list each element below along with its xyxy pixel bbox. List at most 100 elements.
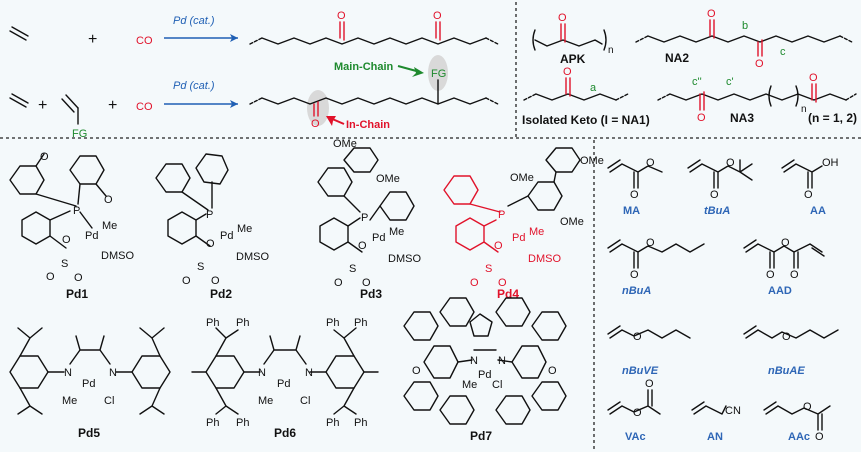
pd3-label: Pd3 xyxy=(360,287,382,301)
na2-c: c xyxy=(780,46,786,58)
reaction-row-1: + CO Pd (cat.) O O xyxy=(9,10,499,48)
pd7-pd: Pd xyxy=(478,369,491,381)
na3-n: n xyxy=(801,104,807,115)
monomer-label: MA xyxy=(623,205,640,217)
pd7-o: O xyxy=(412,365,421,377)
monomer-label: AN xyxy=(707,431,723,443)
pd2-complex: P Pd Me DMSO O S O O Pd2 xyxy=(155,153,269,301)
pd4-pd: Pd xyxy=(512,232,525,244)
pd3-p: P xyxy=(361,212,368,224)
iso-o: O xyxy=(563,66,572,78)
pd1-s: S xyxy=(61,258,68,270)
pd6-cl: Cl xyxy=(300,395,310,407)
nbua-o: O xyxy=(646,237,655,249)
pd6-ph: Ph xyxy=(206,417,219,429)
pd5-complex: N N Pd Me Cl Pd5 xyxy=(9,327,171,440)
pd6-label: Pd6 xyxy=(274,426,296,440)
pd4-dmso: DMSO xyxy=(528,253,561,265)
pd7-label: Pd7 xyxy=(470,429,492,443)
pd7-n: N xyxy=(498,355,506,367)
pd4-s: S xyxy=(485,263,492,275)
apk-label: APK xyxy=(560,52,586,66)
monomer-label: VAc xyxy=(625,431,646,443)
catalyst-label: Pd (cat.) xyxy=(173,15,215,27)
pd1-dmso: DMSO xyxy=(101,250,134,262)
pd1-ome: O xyxy=(104,194,113,206)
na2-o1: O xyxy=(707,8,716,20)
na3-n-values: (n = 1, 2) xyxy=(808,111,857,125)
plus-sign: + xyxy=(108,97,117,114)
aad-o: O xyxy=(790,269,799,281)
vac-o: O xyxy=(645,378,654,390)
na2-label: NA2 xyxy=(665,51,689,65)
pd7-cl: Cl xyxy=(492,379,502,391)
aa-o: O xyxy=(804,189,813,201)
na3-o2: O xyxy=(809,72,818,84)
aa-oh: OH xyxy=(822,157,839,169)
apk-n: n xyxy=(608,45,614,56)
monomer-label: AAD xyxy=(768,285,792,297)
aac-o: O xyxy=(815,431,824,443)
monomer-label: nBuAE xyxy=(768,365,805,377)
pd1-ome: O xyxy=(40,151,49,163)
na3-c1: c' xyxy=(726,76,734,88)
monomer-label: AA xyxy=(810,205,826,217)
pd4-o: O xyxy=(470,277,479,289)
isolated-keto-label: Isolated Keto (I = NA1) xyxy=(522,113,650,127)
catalyst-label: Pd (cat.) xyxy=(173,80,215,92)
pd4-ome: OMe xyxy=(510,172,534,184)
pd6-ph: Ph xyxy=(236,317,249,329)
pd6-pd: Pd xyxy=(277,378,290,390)
pd3-pd: Pd xyxy=(372,232,385,244)
pd4-label: Pd4 xyxy=(497,287,519,301)
pd3-dmso: DMSO xyxy=(388,253,421,265)
reaction-row-2: + FG + CO Pd (cat.) O FG Main-Chain In-C… xyxy=(9,55,499,140)
carbonyl-o: O xyxy=(433,10,442,22)
pd7-me: Me xyxy=(462,379,477,391)
pd6-ph: Ph xyxy=(354,317,367,329)
pd5-label: Pd5 xyxy=(78,426,100,440)
pd2-o: O xyxy=(182,275,191,287)
plus-sign: + xyxy=(88,31,97,48)
nbuae-o: O xyxy=(782,331,791,343)
pd3-ome: OMe xyxy=(376,173,400,185)
keto-structures-panel: O n APK O O b c NA2 O a Isolated Keto (I… xyxy=(522,8,857,127)
na3-c2: c'' xyxy=(692,76,702,88)
monomer-label: nBuVE xyxy=(622,365,659,377)
pd7-o: O xyxy=(548,365,557,377)
pd7-complex: N N Pd Me Cl O O Pd7 xyxy=(403,297,567,443)
pd4-ome: OMe xyxy=(560,216,584,228)
pd3-s: S xyxy=(349,263,356,275)
pd4-complex: P OMe OMe OMe Pd Me DMSO O S O O Pd4 xyxy=(443,147,604,301)
aad-o: O xyxy=(766,269,775,281)
monomer-label: nBuA xyxy=(622,285,651,297)
pd1-o: O xyxy=(74,272,83,284)
pd3-o: O xyxy=(362,277,371,289)
tbua-o: O xyxy=(726,157,735,169)
pd4-o: O xyxy=(494,240,503,252)
pd2-label: Pd2 xyxy=(210,287,232,301)
monomers-panel: O O MA O O tBuA O OH AA O O nBuA O O O A… xyxy=(607,157,839,443)
pd3-ome: OMe xyxy=(333,138,357,150)
na3-label: NA3 xyxy=(730,111,754,125)
main-chain-label: Main-Chain xyxy=(334,61,394,73)
pd4-ome: OMe xyxy=(580,155,604,167)
pd1-complex: P O O Pd Me DMSO O S O O Pd1 xyxy=(9,151,134,301)
main-chain-highlight xyxy=(428,55,448,91)
pd2-p: P xyxy=(206,209,213,221)
pd5-n: N xyxy=(64,367,72,379)
aad-o: O xyxy=(781,237,790,249)
pd4-p: P xyxy=(498,209,505,221)
pd6-ph: Ph xyxy=(326,317,339,329)
in-chain-o: O xyxy=(311,118,320,130)
pd5-pd: Pd xyxy=(82,378,95,390)
monomer-label: AAc xyxy=(788,431,810,443)
in-chain-label: In-Chain xyxy=(346,119,390,131)
pd6-ph: Ph xyxy=(236,417,249,429)
tbua-o: O xyxy=(710,189,719,201)
na3-o1: O xyxy=(697,112,706,124)
pd5-cl: Cl xyxy=(104,395,114,407)
monomer-label: tBuA xyxy=(704,205,730,217)
na2-b: b xyxy=(742,20,748,32)
